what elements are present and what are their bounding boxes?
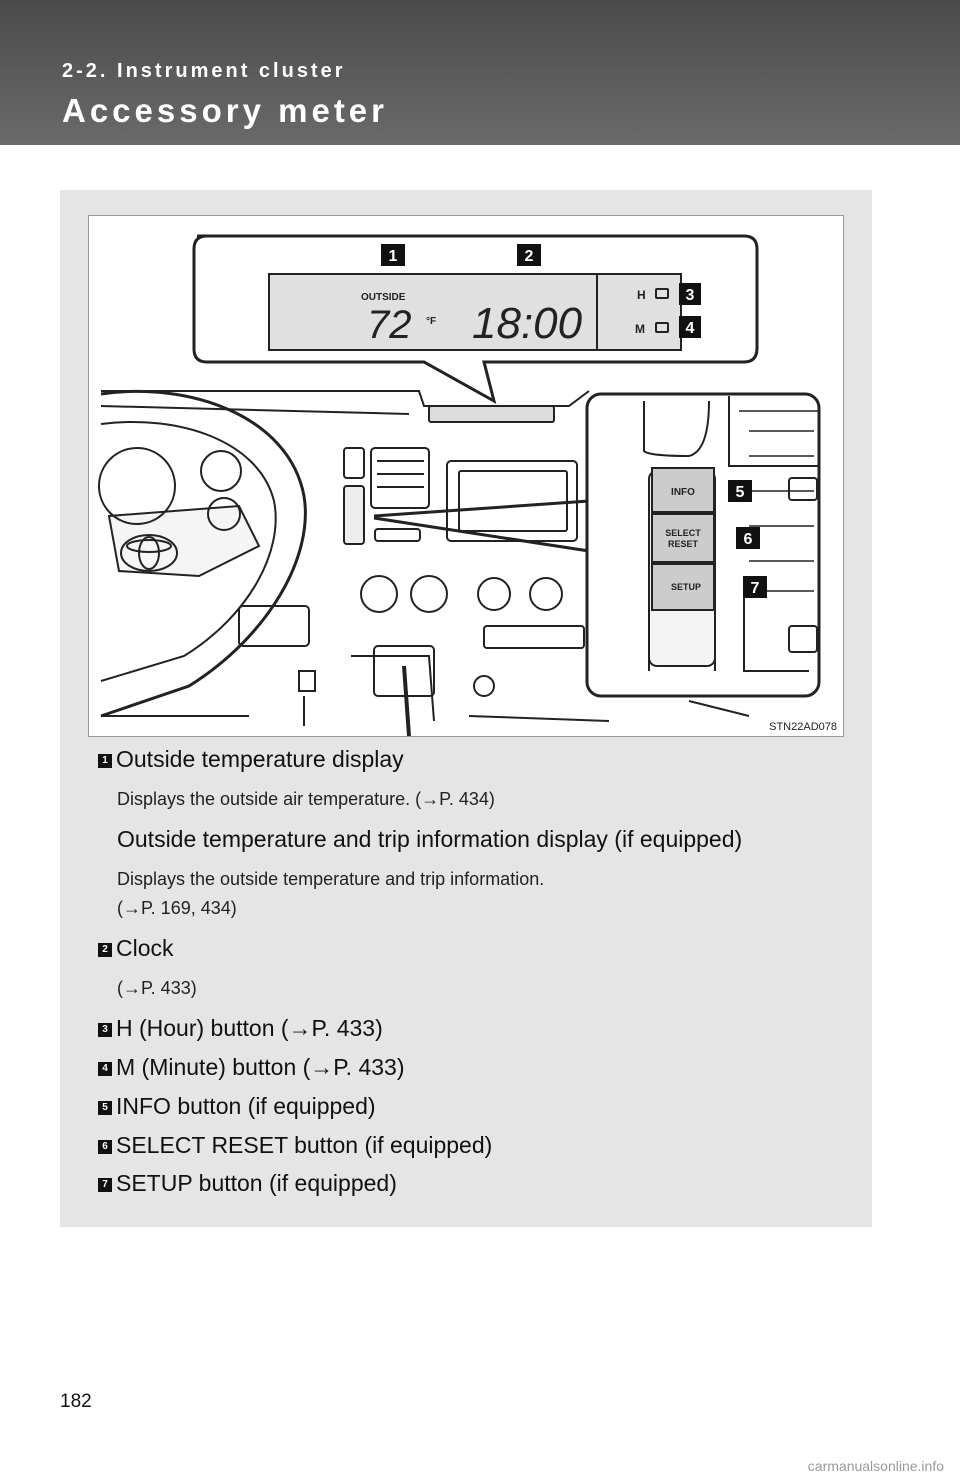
info-button-label: INFO	[671, 487, 695, 498]
m-button-shape	[655, 322, 669, 333]
item-title: H (Hour) button (→P. 433)	[116, 1015, 383, 1041]
item-6: 6 SELECT RESET button (if equipped)	[98, 1132, 492, 1159]
figure-code: STN22AD078	[769, 721, 837, 733]
callout-7-box	[743, 576, 767, 598]
item-title: SETUP button (if equipped)	[116, 1170, 397, 1196]
select-reset-button	[651, 513, 715, 563]
item-number-badge: 7	[98, 1177, 112, 1192]
dashboard-illustration: OUTSIDE 72 °F 18:00 H M INFO SELECT RESE…	[88, 215, 844, 737]
item-1-description: Displays the outside air temperature. (→…	[117, 789, 495, 809]
page-title: Accessory meter	[62, 92, 388, 129]
callout-2: 2	[525, 248, 534, 265]
item-2: 2 Clock	[98, 935, 174, 962]
toyota-logo	[120, 534, 178, 572]
h-button-shape	[655, 288, 669, 299]
center-vent-top	[428, 405, 555, 423]
watermark: carmanualsonline.info	[807, 1458, 944, 1474]
item-title: SELECT RESET button (if equipped)	[116, 1132, 493, 1158]
page-header: 2-2. Instrument cluster Accessory meter	[0, 0, 960, 145]
clock-readout: 18:00	[472, 299, 583, 348]
callout-5-box	[728, 480, 752, 502]
speedometer-gauge	[98, 447, 176, 525]
temperature-readout: 72	[367, 303, 412, 347]
item-number-badge: 2	[98, 942, 112, 957]
select-button-label: SELECT	[665, 528, 701, 538]
m-label: M	[635, 322, 645, 336]
item-number-badge: 5	[98, 1100, 112, 1115]
item-number-badge: 4	[98, 1061, 112, 1076]
steering-hub	[107, 504, 261, 578]
callout-1: 1	[389, 248, 398, 265]
callout-3: 3	[686, 287, 695, 304]
item-4: 4 M (Minute) button (→P. 433)	[98, 1054, 404, 1081]
temperature-unit: °F	[426, 316, 436, 327]
item-number-badge: 6	[98, 1139, 112, 1154]
callout-1-box	[381, 244, 405, 266]
item-3: 3 H (Hour) button (→P. 433)	[98, 1015, 383, 1042]
lcd-display	[268, 273, 682, 351]
left-knob	[360, 575, 398, 613]
item-1: 1 Outside temperature display	[98, 746, 404, 773]
item-5: 5 INFO button (if equipped)	[98, 1093, 376, 1120]
item-title: Clock	[116, 935, 174, 961]
hazard-switch	[343, 447, 365, 479]
item-7: 7 SETUP button (if equipped)	[98, 1170, 397, 1197]
item-1b-title: Outside temperature and trip information…	[117, 826, 743, 852]
section-label: 2-2. Instrument cluster	[62, 60, 346, 82]
callout-7: 7	[751, 580, 760, 597]
item-2-reference: (→P. 433)	[117, 978, 197, 998]
h-label: H	[637, 288, 646, 302]
info-button	[651, 467, 715, 513]
page-number: 182	[60, 1391, 92, 1412]
callout-6-box	[736, 527, 760, 549]
dash-top-line	[101, 390, 590, 407]
callout-6: 6	[744, 531, 753, 548]
item-title: INFO button (if equipped)	[116, 1093, 376, 1119]
item-number-badge: 1	[98, 753, 112, 768]
small-gauge-2	[207, 497, 241, 531]
item-title: Outside temperature display	[116, 746, 404, 772]
reset-button-label: RESET	[668, 539, 699, 549]
center-screen	[446, 460, 578, 542]
item-title: M (Minute) button (→P. 433)	[116, 1054, 405, 1080]
center-vent	[370, 447, 430, 509]
small-gauge-1	[200, 450, 242, 492]
callout-5: 5	[736, 484, 745, 501]
item-1b-reference: (→P. 169, 434)	[117, 898, 237, 918]
dashboard-drawing: OUTSIDE 72 °F 18:00 H M INFO SELECT RESE…	[98, 234, 821, 737]
setup-button-label: SETUP	[671, 582, 701, 592]
callout-3-box	[679, 283, 701, 305]
callout-2-box	[517, 244, 541, 266]
outside-label: OUTSIDE	[361, 292, 406, 303]
callout-4: 4	[686, 320, 695, 337]
callout-4-box	[679, 316, 701, 338]
steering-wheel-rim	[100, 389, 307, 718]
item-1b-description: Displays the outside temperature and tri…	[117, 869, 545, 889]
item-number-badge: 3	[98, 1022, 112, 1037]
setup-button	[651, 563, 715, 611]
